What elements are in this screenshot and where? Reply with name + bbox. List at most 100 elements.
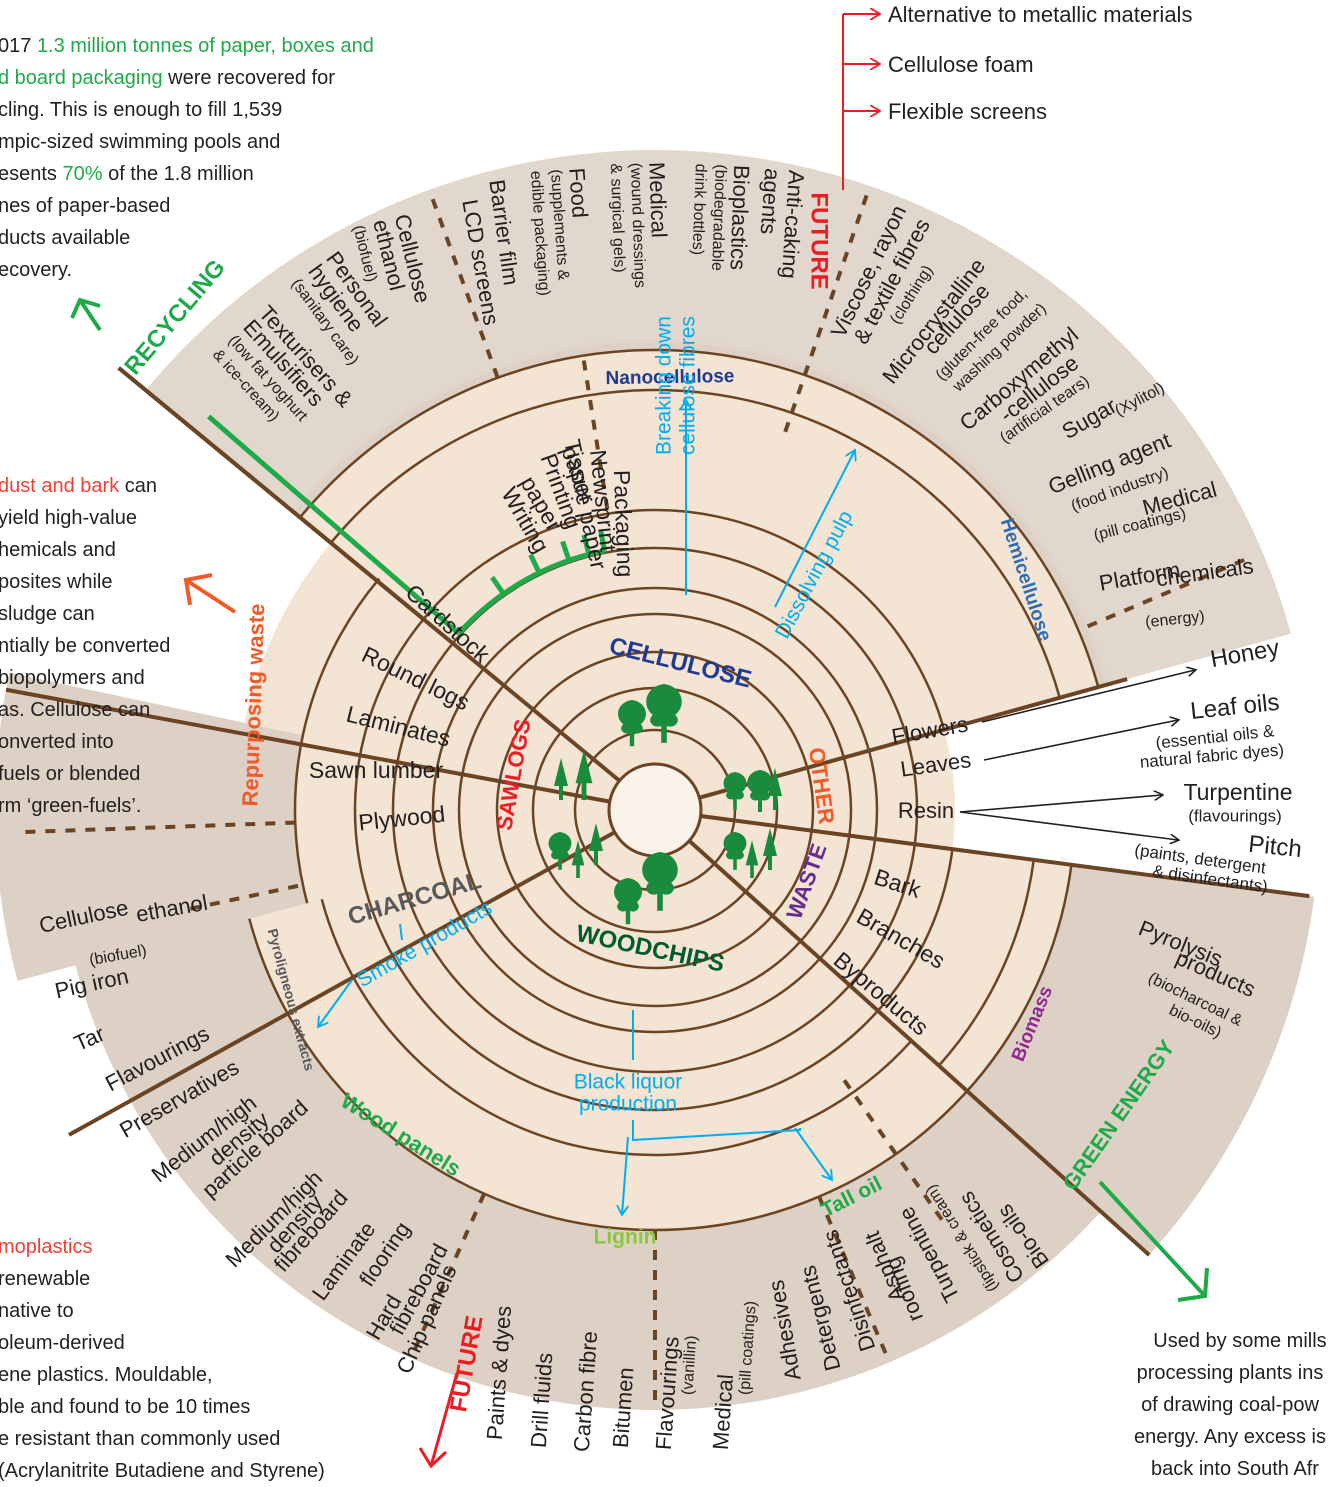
woodchips-mid-band <box>249 887 968 1231</box>
tree-trunk <box>657 880 663 911</box>
tree-trunk <box>758 790 762 812</box>
lignin-item: Medical <box>708 1373 738 1450</box>
tree-icon <box>723 772 747 810</box>
other-product: Leaf oils <box>1189 689 1281 725</box>
ring-line <box>422 508 946 731</box>
sub-divider <box>842 1079 944 1221</box>
sector-divider <box>700 814 1310 899</box>
pine-shape <box>589 823 603 865</box>
tree-icon <box>747 770 773 812</box>
lignin-item: (pill coatings) <box>736 1300 760 1395</box>
pine-shape <box>575 749 593 800</box>
recycling-line <box>207 414 461 636</box>
sector-divider <box>687 839 1151 1257</box>
future-top-item: Cellulose foam <box>888 52 1034 77</box>
green-energy-paragraph: Used by some mills processing plants ins… <box>1134 1330 1327 1480</box>
cyan-arrow <box>774 450 855 608</box>
pine-shape <box>571 840 585 878</box>
tree-icon <box>642 852 678 911</box>
ring-line <box>391 546 919 1074</box>
tree-icon <box>575 749 593 800</box>
lignin-item: Bitumen <box>608 1366 639 1448</box>
recycling-highlight: 1.3 million tonnes of paper, boxes and <box>36 35 374 57</box>
tree-trunk <box>629 722 635 747</box>
sector-divider <box>5 687 611 804</box>
arrow-icon <box>959 795 1162 813</box>
tree-crown <box>646 684 682 727</box>
other-branch: Resin <box>898 798 954 823</box>
recycling-tick <box>560 540 572 562</box>
pine-shape <box>763 828 777 870</box>
tree-crown <box>614 878 642 912</box>
sector-divider <box>68 830 616 1137</box>
tree-crown <box>642 852 678 895</box>
band-future-top: FUTURE <box>806 192 833 289</box>
tree-icon <box>554 758 568 800</box>
sub-divider <box>581 355 610 510</box>
recycling-bracket <box>456 548 606 636</box>
tree-trunk <box>661 712 667 743</box>
cyan-label: Black liquor <box>574 1071 683 1094</box>
pine-shape <box>554 758 568 800</box>
sawlogs-item: Sawn lumber <box>309 757 444 783</box>
text: Bioplastics <box>726 165 755 271</box>
cellulose-outer-band <box>145 150 1291 688</box>
text: Breaking down <box>653 316 676 455</box>
tree-crown <box>723 832 747 860</box>
arrow-icon <box>418 1372 459 1469</box>
ring-line <box>495 650 815 970</box>
charcoal-outer-sector <box>0 672 366 981</box>
lignin-item: Drill fluids <box>526 1352 558 1449</box>
pine-shape <box>745 840 759 878</box>
text: drink bottles) <box>689 163 709 255</box>
tree-crown <box>618 700 646 734</box>
text: (wound dressings <box>627 162 648 288</box>
sub-divider <box>1086 554 1255 629</box>
sector-divider <box>117 366 425 621</box>
charcoal-mid-band <box>294 735 366 904</box>
sawdust-paragraph: dust and bark can yield high-value hemic… <box>0 475 171 817</box>
tree-crown <box>548 832 572 860</box>
other-product: Turpentine <box>1183 779 1292 805</box>
band-lignin: Lignin <box>594 1226 657 1249</box>
sub-divider <box>817 1195 892 1364</box>
future-top-item: Alternative to metallic materials <box>888 2 1192 27</box>
cyan-arrow <box>318 979 353 1027</box>
arrow-icon <box>183 573 237 614</box>
text: agents <box>756 168 786 236</box>
thermoplastics-paragraph: moplastics renewable native to oleum-der… <box>0 1236 325 1482</box>
recycling-tick <box>528 553 542 574</box>
lignin-item: (vanillin) <box>679 1335 700 1396</box>
tree-crown <box>723 772 747 800</box>
ring-line <box>320 898 913 1157</box>
text: (biodegradable <box>708 164 729 271</box>
sub-divider <box>409 1192 486 1359</box>
other-product: (flavourings) <box>1188 806 1282 825</box>
ring-line <box>431 586 879 1034</box>
ring-line <box>353 616 954 1112</box>
text: Packaging <box>609 469 639 577</box>
tree-icon <box>646 684 682 743</box>
arrow-icon <box>981 670 1195 723</box>
tree-icon <box>571 840 585 878</box>
tree-icon <box>614 878 642 925</box>
ring-line <box>457 612 853 1008</box>
tree-icon <box>723 832 747 870</box>
tree-icon <box>618 700 646 747</box>
recycling-tick <box>490 575 506 596</box>
recycling-tick <box>581 534 592 556</box>
ring-line <box>293 577 381 904</box>
pine-shape <box>768 768 782 810</box>
arrow-icon <box>983 720 1178 761</box>
tree-trunk <box>625 900 631 925</box>
other-product: Pitch <box>1247 831 1303 863</box>
cyan-arrow <box>399 923 403 941</box>
future-top-item: Flexible screens <box>888 99 1047 124</box>
tree-trunk <box>733 790 737 810</box>
ring-line <box>937 859 1035 1067</box>
hub <box>607 762 703 858</box>
hemi-item: (energy) <box>1144 608 1205 631</box>
cyan-arrow <box>632 1120 801 1142</box>
recycling-paragraph: 017 1.3 million tonnes of paper, boxes a… <box>0 35 374 281</box>
